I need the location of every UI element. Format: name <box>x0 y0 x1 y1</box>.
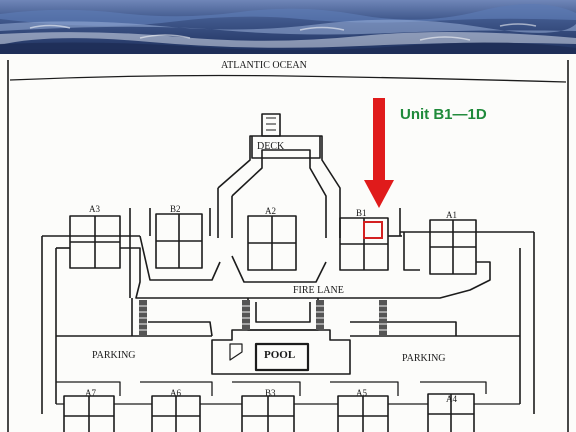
site-plan <box>0 54 576 432</box>
ocean-label: ATLANTIC OCEAN <box>221 60 307 71</box>
building-label-a6: A6 <box>170 388 181 398</box>
building-label-a7: A7 <box>85 388 96 398</box>
pool-label: POOL <box>264 349 296 361</box>
parking-label-left: PARKING <box>92 350 136 361</box>
building-label-b3: B3 <box>265 388 276 398</box>
building-label-a1: A1 <box>446 210 457 220</box>
building-label-b1: B1 <box>356 208 367 218</box>
unit-pointer-arrow <box>364 98 394 208</box>
unit-b1-1d-highlight <box>363 221 383 239</box>
building-label-a5: A5 <box>356 388 367 398</box>
building-label-a4: A4 <box>446 394 457 404</box>
ocean-photo <box>0 0 576 54</box>
building-label-a3: A3 <box>89 204 100 214</box>
fire-lane-label: FIRE LANE <box>293 285 344 296</box>
deck-label: DECK <box>257 141 285 152</box>
unit-callout-label: Unit B1—1D <box>400 106 487 123</box>
building-label-a2: A2 <box>265 206 276 216</box>
building-label-b2: B2 <box>170 204 181 214</box>
parking-label-right: PARKING <box>402 353 446 364</box>
